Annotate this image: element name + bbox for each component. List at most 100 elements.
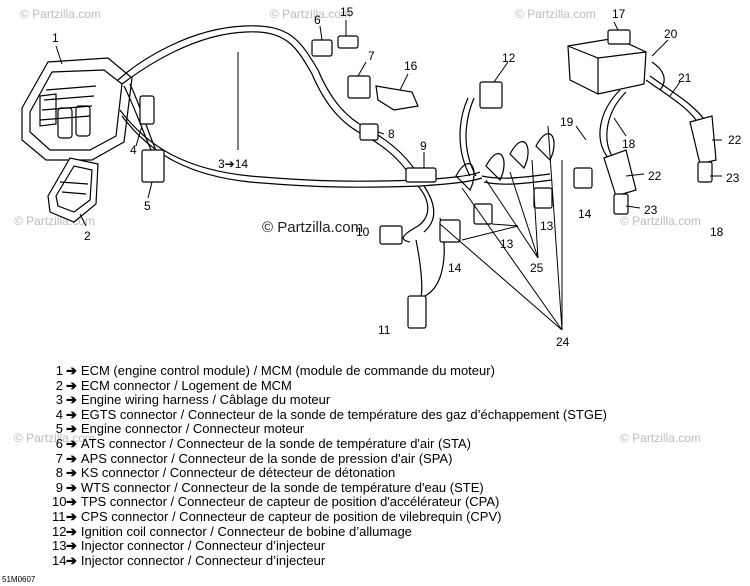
arrow-icon: ➔ [66,494,77,510]
ignition-coil-connector-drawing [479,81,503,109]
watermark-tile: © Partzilla.com [20,7,101,21]
legend-item-text: ECM (engine control module) / MCM (modul… [80,363,495,378]
arrow-icon: ➔ [66,465,77,481]
callout-23a: 23 [644,203,658,217]
legend-item-number: 3 [55,392,63,408]
harness-connectors [139,35,593,329]
legend-item-text: EGTS connector / Connecteur de la sonde … [80,406,607,422]
arrow-icon: ➔ [66,523,77,539]
legend-item-text: Injector connector / Connecteur d’inject… [80,552,326,568]
injector-connector-drawing [573,167,593,189]
legend-item: 12➔Ignition coil connector / Connecteur … [52,523,607,540]
legend-item: 11➔CPS connector / Connecteur de capteur… [52,508,607,525]
legend-item-text: Engine wiring harness / Câblage du moteu… [80,392,331,408]
callout-23b: 23 [726,171,740,185]
watermark-center: © Partzilla.com [262,219,363,236]
watermark-tile: © Partzilla.com [620,214,701,228]
reference-code: 51M0607 [2,575,36,584]
callout-6: 6 [314,13,321,27]
cable-ties-drawing [455,133,555,192]
callout-22b: 22 [728,133,742,147]
arrow-icon: ➔ [66,508,77,524]
arrow-icon: ➔ [66,406,77,422]
legend-item-number: 4 [55,406,63,422]
legend-item: 9➔WTS connector / Connecteur de la sonde… [52,479,607,496]
legend-item-number: 5 [55,421,63,437]
legend-item: 2➔ECM connector / Logement de MCM [52,377,607,394]
callout-20: 20 [664,27,678,41]
legend-item-number: 1 [55,363,63,378]
callout-14b: 14 [578,207,592,221]
callout-12: 12 [502,51,516,65]
legend-item-number: 7 [55,450,63,466]
arrow-icon: ➔ [66,450,77,466]
legend-item: 6➔ATS connector / Connecteur de la sonde… [52,435,607,452]
callout-11: 11 [378,323,391,337]
callout-8: 8 [388,127,395,141]
legend-item-text: WTS connector / Connecteur de la sonde d… [80,479,484,495]
callout-13a: 13 [500,237,514,251]
legend-item-text: CPS connector / Connecteur de capteur de… [80,508,502,524]
legend-item-number: 13 [52,538,67,554]
watermark-tile: © Partzilla.com [620,431,701,445]
callout-16: 16 [404,59,418,73]
spark-plug-caps [603,115,717,215]
legend-item-number: 12 [52,523,67,539]
legend-item: 7➔APS connector / Connecteur de la sonde… [52,450,607,467]
ats-connector-drawing [311,39,333,57]
ecm-connector-drawing [47,157,99,223]
callout-21: 21 [678,71,692,85]
ignition-coil-drawing [567,29,647,95]
legend-item: 14➔Injector connector / Connecteur d’inj… [52,552,607,569]
callout-3-arrow-14: 3➔14 [218,157,248,171]
watermark-tile: © Partzilla.com [14,431,95,445]
ecm-module-drawing [21,57,133,161]
callout-17: 17 [612,7,626,21]
arrow-icon: ➔ [66,538,77,554]
legend-item-number: 11 [52,508,66,524]
sensor-15-drawing [337,35,359,49]
arrow-icon: ➔ [66,377,77,393]
cps-connector-drawing [407,295,427,329]
callout-labels: 1 2 3➔14 4 5 6 7 8 9 10 11 12 13 13 14 1… [52,5,742,349]
legend-item: 1➔ECM (engine control module) / MCM (mod… [52,363,607,379]
legend-item-number: 14 [52,552,67,568]
legend-item-number: 8 [55,465,63,481]
callout-18a: 18 [622,137,636,151]
legend-item: 10➔TPS connector / Connecteur de capteur… [52,495,607,510]
tps-connector-drawing [379,225,403,245]
injector-connector-drawing [533,187,553,209]
legend-item-number: 6 [55,435,63,451]
callout-19: 19 [560,115,574,129]
legend-item: 13➔Injector connector / Connecteur d’inj… [52,538,607,554]
arrow-icon: ➔ [66,552,77,568]
callout-14a: 14 [448,261,462,275]
engine-connector-drawing [141,149,165,183]
legend-item-text: Engine connector / Connecteur moteur [80,421,305,437]
legend-item: 5➔Engine connector / Connecteur moteur [52,422,607,437]
callout-4: 4 [130,143,137,157]
ks-connector-drawing [359,123,379,141]
callout-7: 7 [368,49,375,63]
callout-22a: 22 [648,169,662,183]
arrow-icon: ➔ [66,435,77,451]
legend-item-number: 2 [55,377,63,393]
watermark-tile: © Partzilla.com [515,7,596,21]
legend-item-number: 9 [55,479,63,495]
legend-item: 8➔KS connector / Connecteur de détecteur… [52,465,607,481]
wts-connector-drawing [405,167,437,183]
legend-item-number: 10 [52,494,67,510]
callout-25: 25 [530,261,544,275]
legend-item-text: TPS connector / Connecteur de capteur de… [80,494,500,510]
watermark-tile: © Partzilla.com [14,214,95,228]
aps-connector-drawing [347,75,371,99]
callout-1: 1 [52,31,59,45]
legend-item: 4➔EGTS connector / Connecteur de la sond… [52,406,607,423]
legend-item-text: ECM connector / Logement de MCM [80,377,292,393]
arrow-icon: ➔ [66,421,77,437]
legend-item-text: APS connector / Connecteur de la sonde d… [80,450,453,466]
legend-item-text: ATS connector / Connecteur de la sonde d… [80,435,471,451]
callout-10: 10 [356,225,370,239]
leader-lines [55,20,722,331]
